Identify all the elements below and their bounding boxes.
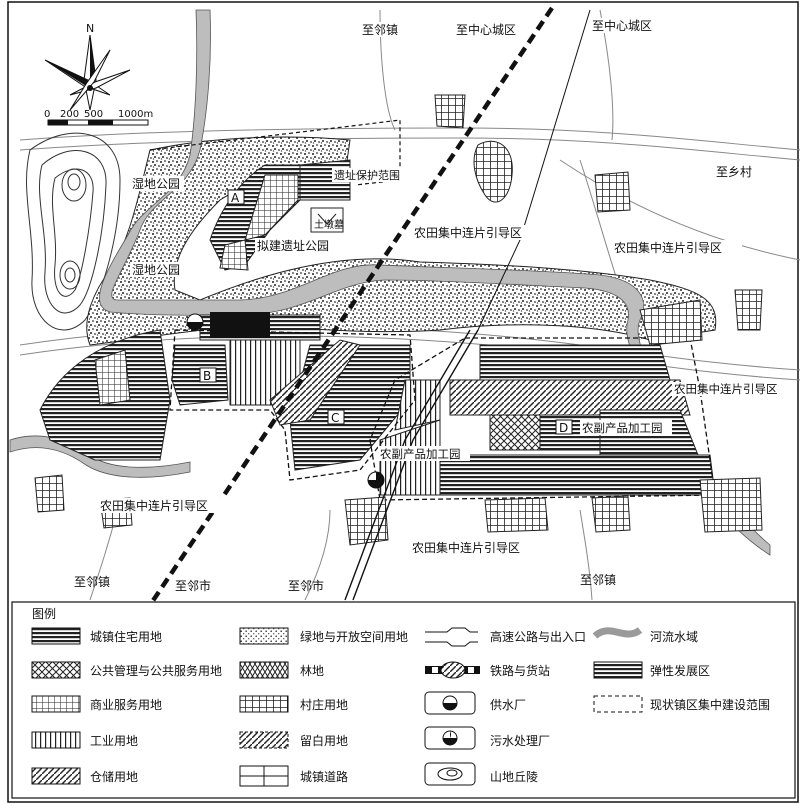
legend-swatch-commercial bbox=[31, 695, 81, 713]
label-to-city-1: 至邻市 bbox=[175, 578, 211, 593]
label-site-park: 拟建遗址公园 bbox=[257, 239, 329, 253]
legend-swatch-flex bbox=[593, 661, 643, 679]
legend-swatch-reserve bbox=[239, 731, 289, 749]
label-to-center-2: 至中心城区 bbox=[592, 18, 652, 33]
water-plant-icon bbox=[186, 313, 204, 331]
legend-label-water-plant: 供水厂 bbox=[490, 698, 526, 712]
legend-label-river: 河流水域 bbox=[650, 630, 698, 644]
scale-bar bbox=[47, 119, 149, 126]
legend-swatch-highway bbox=[425, 627, 478, 647]
legend-label-road: 城镇道路 bbox=[300, 769, 348, 784]
legend: 图例 城镇住宅用地 公共管理与公共服务用地 商业服务用地 工业用地 仓储用地 绿… bbox=[11, 601, 796, 799]
hill-contour bbox=[26, 132, 121, 331]
zone-c-area bbox=[269, 339, 411, 471]
label-earth-mound: 土墩墓 bbox=[314, 218, 344, 231]
label-agri-processing-1: 农副产品加工园 bbox=[582, 421, 663, 435]
legend-label-forest: 林地 bbox=[300, 664, 324, 678]
legend-sewage-plant-icon bbox=[442, 730, 458, 746]
label-to-neighbor-town-top: 至邻镇 bbox=[362, 23, 398, 37]
village-patches bbox=[34, 94, 763, 546]
legend-label-hill: 山地丘陵 bbox=[490, 770, 538, 784]
label-farm-2: 农田集中连片引导区 bbox=[614, 240, 722, 255]
sewage-plant-icon bbox=[367, 471, 385, 489]
legend-label-sewage-plant: 污水处理厂 bbox=[490, 734, 550, 748]
label-to-town-bottom-right: 至邻镇 bbox=[580, 573, 616, 587]
legend-label-railway: 铁路与货站 bbox=[490, 663, 550, 678]
scale-tick-1000: 1000m bbox=[118, 109, 153, 120]
label-wetland-park-2: 湿地公园 bbox=[132, 262, 180, 277]
legend-label-green: 绿地与开放空间用地 bbox=[300, 629, 408, 644]
label-farm-5: 农田集中连片引导区 bbox=[412, 540, 520, 555]
legend-label-commercial: 商业服务用地 bbox=[90, 697, 162, 712]
zone-bc-boundary bbox=[169, 329, 416, 481]
label-agri-processing-2: 农副产品加工园 bbox=[380, 447, 461, 461]
legend-swatch-dashed bbox=[593, 695, 643, 713]
legend-label-public: 公共管理与公共服务用地 bbox=[90, 663, 222, 678]
river bbox=[99, 9, 771, 556]
scale-tick-500: 500 bbox=[84, 109, 103, 120]
legend-swatch-forest bbox=[239, 661, 289, 679]
legend-label-residential: 城镇住宅用地 bbox=[90, 629, 162, 644]
label-farm-4: 农田集中连片引导区 bbox=[100, 498, 208, 513]
label-farm-1: 农田集中连片引导区 bbox=[414, 225, 522, 240]
legend-swatch-storage bbox=[31, 767, 81, 785]
zone-d-boundary bbox=[369, 337, 716, 501]
legend-swatch-village bbox=[239, 695, 289, 713]
legend-label-village: 村庄用地 bbox=[300, 697, 348, 712]
label-wetland-park-1: 湿地公园 bbox=[132, 176, 180, 191]
zone-c-label: C bbox=[331, 411, 339, 425]
expressway-edge-2 bbox=[352, 329, 479, 601]
legend-label-reserve: 留白用地 bbox=[300, 733, 348, 748]
legend-swatch-railway bbox=[425, 661, 480, 679]
site-protection-boundary bbox=[149, 119, 401, 186]
label-to-city-2: 至邻市 bbox=[288, 578, 324, 593]
legend-swatch-river bbox=[592, 627, 643, 639]
legend-label-industrial: 工业用地 bbox=[90, 734, 138, 748]
legend-label-storage: 仓储用地 bbox=[90, 769, 138, 784]
label-farm-3: 农田集中连片引导区 bbox=[674, 382, 778, 396]
scale-tick-200: 200 bbox=[60, 109, 79, 120]
scale-tick-0: 0 bbox=[44, 109, 50, 120]
label-to-center-1: 至中心城区 bbox=[456, 22, 516, 37]
legend-swatch-hill-frame bbox=[424, 762, 476, 786]
label-to-township: 至乡村 bbox=[716, 165, 752, 179]
place-labels: 至邻镇 至中心城区 至中心城区 至乡村 农田集中连片引导区 农田集中连片引导区 … bbox=[74, 18, 790, 593]
zone-letters: A B C D bbox=[199, 189, 573, 435]
label-to-town-bottom-left: 至邻镇 bbox=[74, 575, 110, 589]
label-site-protection: 遗址保护范围 bbox=[334, 168, 400, 182]
north-label: N bbox=[86, 22, 94, 35]
legend-label-flex: 弹性发展区 bbox=[650, 663, 710, 678]
legend-swatch-residential bbox=[31, 627, 81, 645]
legend-hill-icon bbox=[437, 767, 463, 781]
legend-water-plant-icon bbox=[442, 695, 458, 711]
legend-swatch-green bbox=[239, 627, 289, 645]
legend-label-dashed: 现状镇区集中建设范围 bbox=[650, 697, 770, 712]
legend-swatch-industrial bbox=[31, 731, 81, 749]
legend-label-highway: 高速公路与出入口 bbox=[490, 629, 586, 644]
north-arrow-icon bbox=[44, 34, 131, 111]
legend-title: 图例 bbox=[32, 607, 56, 621]
expressway-edge-1 bbox=[344, 329, 471, 601]
legend-swatch-public bbox=[31, 661, 81, 679]
zone-d-label: D bbox=[559, 421, 568, 435]
zone-a-label: A bbox=[231, 191, 240, 205]
legend-swatch-road bbox=[239, 765, 289, 787]
zone-b-label: B bbox=[203, 369, 211, 383]
